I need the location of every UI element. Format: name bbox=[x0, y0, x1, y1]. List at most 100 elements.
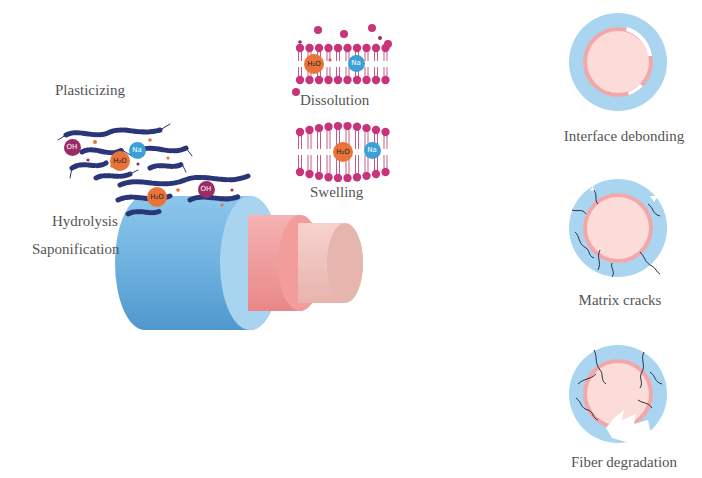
lipid-tail bbox=[308, 134, 311, 149]
polymer-chains bbox=[58, 124, 248, 214]
lipid-tail bbox=[384, 52, 387, 61]
lipid-head bbox=[362, 76, 370, 84]
lipid-head bbox=[353, 44, 361, 52]
ion-circle: H₂O bbox=[147, 187, 167, 207]
annotation-label: Swelling bbox=[310, 184, 363, 201]
lipid-head bbox=[381, 76, 389, 84]
free-lipid-head bbox=[314, 26, 322, 34]
lipid-head bbox=[372, 76, 380, 84]
free-lipid-head bbox=[368, 24, 376, 32]
free-lipid-head bbox=[340, 30, 348, 38]
lipid-head bbox=[362, 172, 370, 180]
lipid-head bbox=[334, 174, 342, 182]
lipid-tail bbox=[327, 67, 330, 76]
lipid-tail bbox=[384, 67, 387, 76]
lipid-head bbox=[315, 44, 323, 52]
free-lipid-head bbox=[384, 40, 392, 48]
ion-circle: H₂O bbox=[110, 151, 130, 171]
ion-dots-purple bbox=[86, 36, 382, 192]
annotation-label: Hydrolysis bbox=[52, 213, 118, 230]
ion-circle: H₂O bbox=[333, 142, 353, 162]
lipid-head bbox=[324, 44, 332, 52]
ion-circle: Na bbox=[364, 142, 381, 159]
lipid-head bbox=[353, 123, 361, 131]
ion-label: H₂O bbox=[307, 61, 321, 68]
lipid-tail bbox=[299, 155, 302, 168]
fiber-cylinder bbox=[298, 223, 363, 303]
lipid-tail bbox=[337, 67, 340, 76]
lipid-tail bbox=[308, 155, 311, 170]
bilayer-structures bbox=[292, 24, 392, 182]
lipid-head bbox=[362, 124, 370, 132]
lipid-tail bbox=[375, 52, 378, 61]
fiber-degradation-section bbox=[569, 345, 667, 443]
ion-label: OH bbox=[67, 144, 78, 151]
annotation-label: Interface debonding bbox=[564, 128, 684, 145]
lipid-tail bbox=[327, 131, 330, 149]
lipid-head bbox=[315, 124, 323, 132]
lipid-head bbox=[353, 76, 361, 84]
free-lipid-head bbox=[292, 88, 300, 96]
ion-label: Na bbox=[351, 60, 361, 67]
matrix-cracks-section bbox=[569, 179, 667, 277]
lipid-head bbox=[381, 128, 389, 136]
annotation-label: Matrix cracks bbox=[579, 292, 662, 309]
lipid-head bbox=[305, 76, 313, 84]
lipid-head bbox=[343, 76, 351, 84]
interface-debonding-section bbox=[569, 13, 667, 111]
lipid-head bbox=[334, 76, 342, 84]
ion-label: H₂O bbox=[150, 194, 164, 201]
ion-dots bbox=[93, 58, 370, 206]
lipid-tail bbox=[356, 131, 359, 149]
lipid-head bbox=[343, 122, 351, 130]
lipid-head bbox=[372, 44, 380, 52]
lipid-head bbox=[296, 128, 304, 136]
lipid-head bbox=[334, 122, 342, 130]
lipid-tail bbox=[375, 67, 378, 76]
lipid-head bbox=[362, 44, 370, 52]
ion-label: OH bbox=[201, 186, 212, 193]
lipid-tail bbox=[299, 136, 302, 149]
ion-circle: Na bbox=[348, 55, 365, 72]
lipid-head bbox=[353, 173, 361, 181]
lipid-head bbox=[305, 170, 313, 178]
lipid-tail bbox=[384, 136, 387, 149]
lipid-tail bbox=[327, 52, 330, 61]
lipid-head bbox=[381, 168, 389, 176]
annotation-label: Plasticizing bbox=[55, 82, 125, 99]
ion-circle: H₂O bbox=[304, 54, 324, 74]
ion-label: H₂O bbox=[113, 158, 127, 165]
lipid-tail bbox=[384, 155, 387, 168]
lipid-head bbox=[296, 44, 304, 52]
annotation-label: Fiber degradation bbox=[571, 454, 677, 471]
lipid-head bbox=[305, 126, 313, 134]
lipid-head bbox=[343, 174, 351, 182]
lipid-head bbox=[324, 173, 332, 181]
ion-label: H₂O bbox=[336, 149, 350, 156]
lipid-tail bbox=[318, 132, 321, 149]
lipid-head bbox=[315, 172, 323, 180]
lipid-tail bbox=[299, 52, 302, 61]
lipid-head bbox=[296, 76, 304, 84]
lipid-head bbox=[324, 123, 332, 131]
lipid-head bbox=[305, 44, 313, 52]
lipid-tail bbox=[365, 67, 368, 76]
lipid-tail bbox=[318, 155, 321, 172]
lipid-tail bbox=[299, 67, 302, 76]
lipid-tail bbox=[327, 155, 330, 173]
fiber-face bbox=[327, 223, 363, 303]
annotation-label: Dissolution bbox=[300, 92, 369, 109]
lipid-head bbox=[315, 76, 323, 84]
annotation-label: Saponification bbox=[32, 241, 119, 258]
lipid-head bbox=[334, 44, 342, 52]
lipid-head bbox=[372, 126, 380, 134]
lipid-head bbox=[343, 44, 351, 52]
lipid-head bbox=[372, 170, 380, 178]
ion-circle: OH bbox=[64, 139, 81, 156]
lipid-head bbox=[324, 76, 332, 84]
lipid-head bbox=[296, 168, 304, 176]
ion-circle: Na bbox=[129, 142, 146, 159]
lipid-tail bbox=[365, 52, 368, 61]
